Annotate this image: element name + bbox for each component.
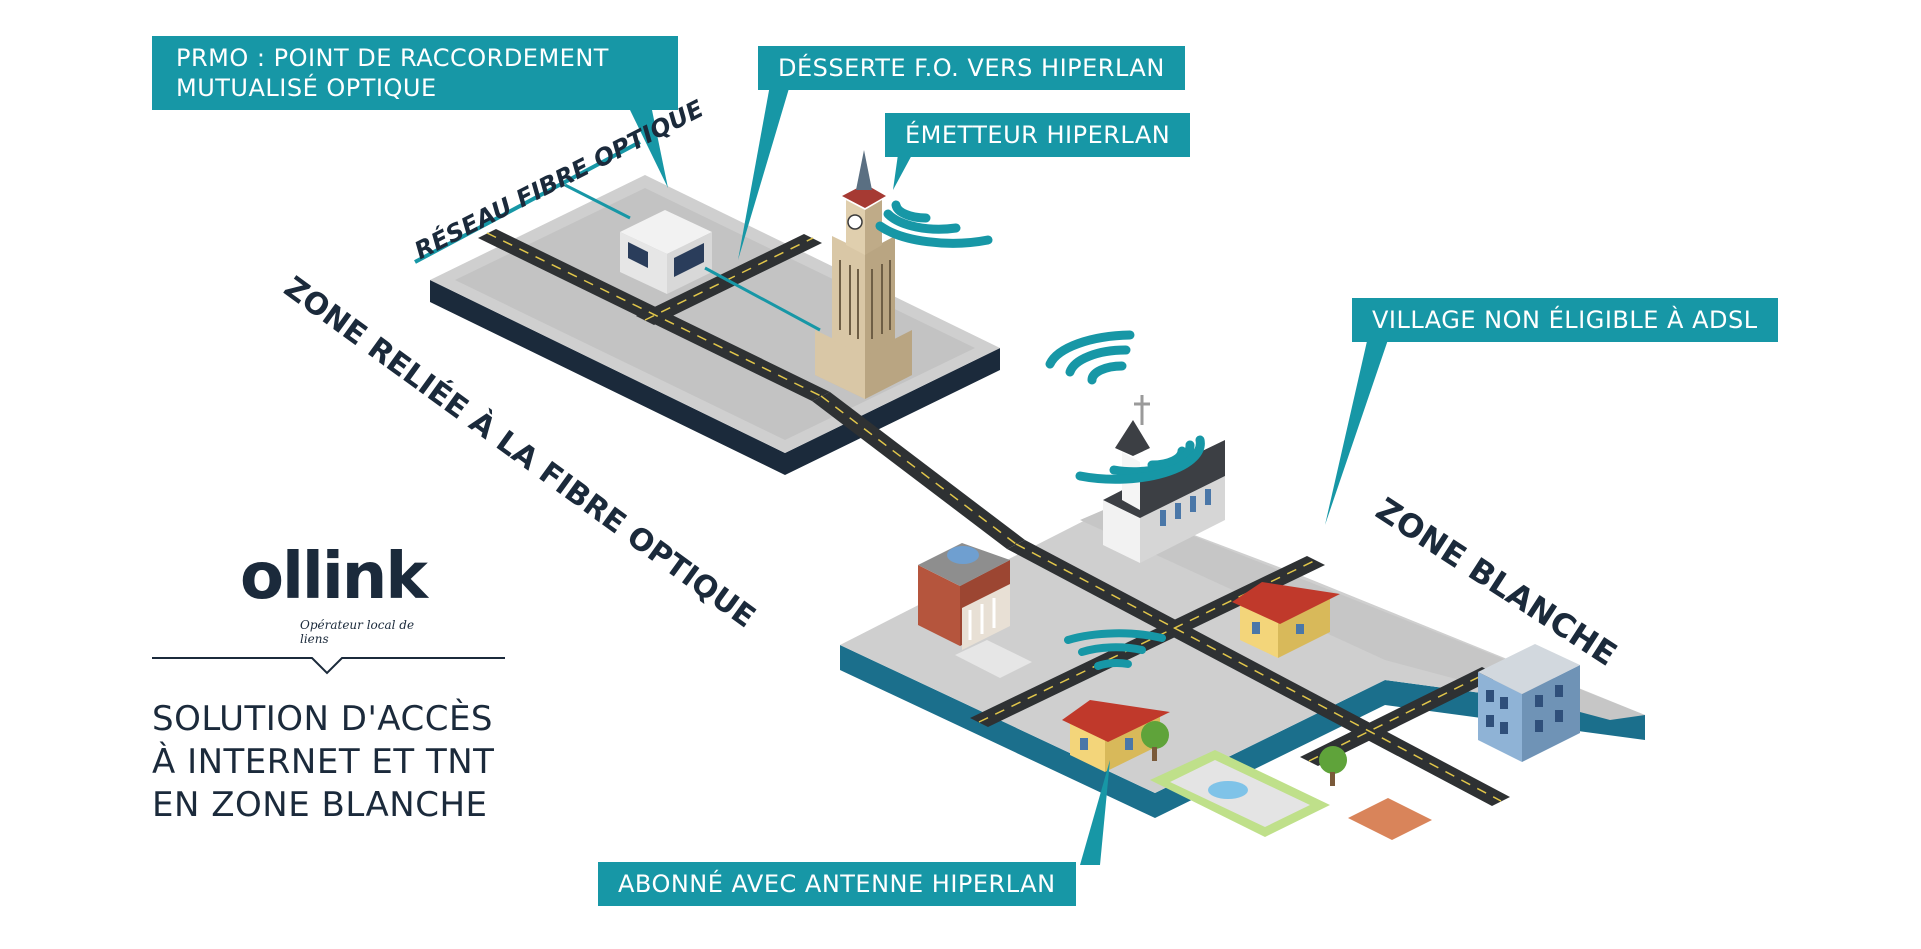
prmo-callout-line2: MUTUALISÉ OPTIQUE	[176, 74, 437, 102]
abonne-callout: ABONNÉ AVEC ANTENNE HIPERLAN	[598, 862, 1076, 906]
connector-lines	[564, 183, 821, 332]
emetteur-callout: ÉMETTEUR HIPERLAN	[885, 113, 1191, 157]
prmo-cabinet	[620, 210, 712, 294]
park	[1141, 721, 1347, 837]
prmo-callout-line1: PRMO : POINT DE RACCORDEMENT	[176, 44, 609, 72]
fiber-network-line	[414, 140, 641, 264]
connecting-road	[812, 392, 1025, 549]
house-right	[1232, 582, 1340, 658]
church-signal-waves	[1045, 330, 1205, 484]
town-hall	[918, 543, 1032, 678]
logo-divider	[152, 657, 505, 675]
solution-line3: EN ZONE BLANCHE	[152, 785, 488, 825]
clock-tower	[815, 150, 912, 399]
solution-line2: À INTERNET ET TNT	[152, 742, 495, 782]
solution-line1: SOLUTION D'ACCÈS	[152, 699, 494, 739]
ollink-logo: ollink Opérateur local de liens	[240, 540, 440, 646]
desserte-callout: DÉSSERTE F.O. VERS HIPERLAN	[758, 46, 1185, 90]
emitter-signal-waves	[875, 200, 993, 248]
office-building	[1478, 644, 1580, 762]
callout-pointers	[630, 85, 1392, 865]
prmo-callout: PRMO : POINT DE RACCORDEMENT MUTUALISÉ O…	[152, 36, 678, 110]
logo-wordmark: ollink	[240, 540, 428, 614]
solution-heading: SOLUTION D'ACCÈS À INTERNET ET TNT EN ZO…	[152, 698, 512, 827]
logo-tagline: Opérateur local de liens	[300, 618, 415, 646]
village-callout: VILLAGE NON ÉLIGIBLE À ADSL	[1352, 298, 1778, 342]
basketball-court	[1348, 798, 1432, 840]
subscriber-signal-waves	[1064, 629, 1166, 670]
